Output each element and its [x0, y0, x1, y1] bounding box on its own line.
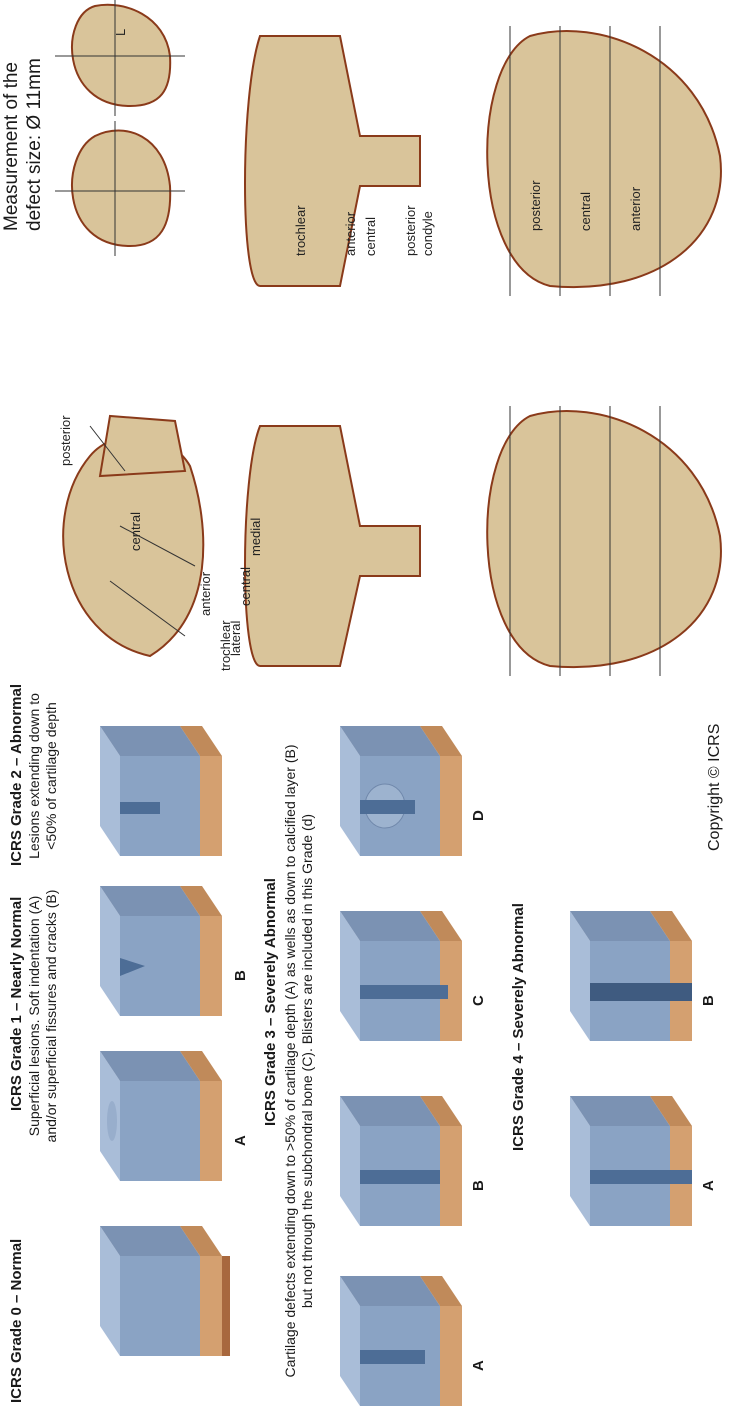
grade3-title: ICRS Grade 3 – Severely Abnormal: [262, 878, 279, 1126]
grade1-desc-line2: and/or superficial fissures and cracks (…: [43, 851, 60, 1181]
grade0-block: [100, 1226, 230, 1356]
label-l-marker: L: [113, 29, 128, 36]
label-trochlear-r: trochlear: [293, 205, 308, 256]
label-posterior-side: posterior: [58, 415, 73, 466]
grade-row1-illustrations: [90, 711, 250, 1411]
label-posterior-condyle-2: condyle: [420, 211, 435, 256]
label-posterior-tibia: posterior: [528, 180, 543, 231]
measurement-line1: Measurement of the: [0, 1, 23, 231]
grade3a-block: [340, 1276, 462, 1406]
grade2-description: Lesions extending down to <50% of cartil…: [26, 686, 60, 866]
label-anterior: anterior: [198, 571, 213, 616]
grade4-title: ICRS Grade 4 – Severely Abnormal: [510, 903, 527, 1151]
grade4-label-b: B: [700, 995, 717, 1006]
femur-side-view: trochlear anterior central posterior: [58, 415, 233, 671]
grade4-label-a: A: [700, 1180, 717, 1191]
label-posterior-condyle-1: posterior: [403, 205, 418, 256]
grade3-desc-line1: Cartilage defects extending down to >50%…: [282, 711, 299, 1411]
measurement-line2: defect size: Ø 11mm: [23, 1, 46, 231]
grade0-title: ICRS Grade 0 – Normal: [8, 1239, 25, 1403]
grade1-desc-line1: Superficial lesions. Soft indentation (A…: [26, 851, 43, 1181]
trochlea-right-map: trochlear anterior central posterior con…: [245, 36, 435, 286]
grade3-desc-line2: but not through the subchondral bone (C)…: [299, 711, 316, 1411]
grade1a-block: [100, 1051, 222, 1181]
copyright-text: Copyright © ICRS: [706, 724, 724, 851]
grade2-title: ICRS Grade 2 – Abnormal: [8, 684, 25, 866]
grade1-label-b: B: [232, 970, 249, 981]
grade1-label-a: A: [232, 1135, 249, 1146]
label-central-tl: central: [238, 567, 253, 606]
label-medial-tl: medial: [248, 518, 263, 556]
grade1b-block: [100, 886, 222, 1016]
tibia-right-map: posterior central anterior: [487, 26, 721, 296]
grade4-illustrations: [560, 711, 720, 1411]
grade3b-block: [340, 1096, 462, 1226]
label-lateral-tl: lateral: [228, 620, 243, 656]
grade3-label-a: A: [470, 1360, 487, 1371]
trochlea-left-map: lateral central medial: [228, 426, 420, 666]
grade2-block: [100, 726, 222, 856]
measurement-caption: Measurement of the defect size: Ø 11mm: [0, 1, 46, 231]
tibia-left-map: [487, 406, 721, 676]
grade3d-block: [340, 726, 462, 856]
grade3c-block: [340, 911, 462, 1041]
label-central-side: central: [128, 512, 143, 551]
grade1-title: ICRS Grade 1 – Nearly Normal: [8, 897, 25, 1111]
grade3-illustrations: [330, 711, 490, 1411]
knee-map-diagrams: trochlear anterior central posterior L l…: [0, 0, 753, 676]
grade3-label-d: D: [470, 810, 487, 821]
grade3-label-b: B: [470, 1180, 487, 1191]
label-central-tibia: central: [578, 192, 593, 231]
grade3-description: Cartilage defects extending down to >50%…: [282, 711, 316, 1411]
label-central-r: central: [363, 217, 378, 256]
grade4a-block: [570, 1096, 692, 1226]
grade4b-block: [570, 911, 692, 1041]
label-anterior-r: anterior: [343, 211, 358, 256]
grade2-desc-line2: <50% of cartilage depth: [43, 686, 60, 866]
grade3-label-c: C: [470, 995, 487, 1006]
label-anterior-tibia: anterior: [628, 186, 643, 231]
tibial-plateau-views: L: [55, 0, 185, 256]
grade1-description: Superficial lesions. Soft indentation (A…: [26, 851, 60, 1181]
grade2-desc-line1: Lesions extending down to: [26, 686, 43, 866]
